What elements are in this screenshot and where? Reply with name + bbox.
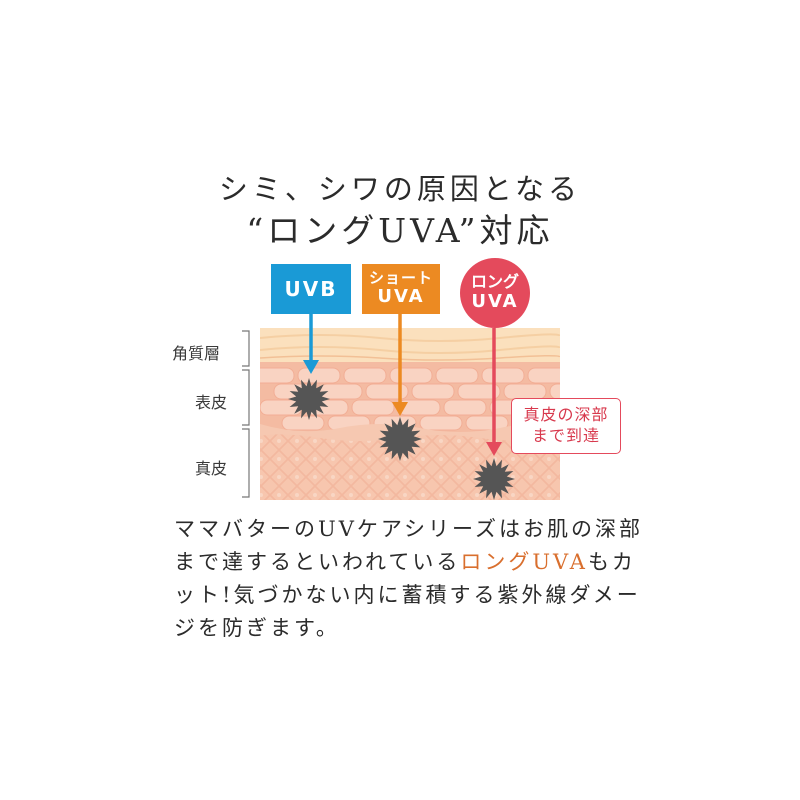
epidermis-cell	[443, 399, 487, 416]
skin-layers	[260, 328, 560, 500]
epidermis-cell	[281, 415, 325, 431]
short-uva-tag: ショート UVA	[362, 264, 440, 314]
epidermis-cell	[481, 367, 525, 384]
description-part-2: もカット!気づかない内に蓄積する紫外線ダメージを防ぎます。	[174, 550, 641, 640]
epidermis-cell	[351, 399, 395, 416]
layer-brackets	[242, 330, 250, 498]
epidermis-label: 表皮	[195, 393, 228, 412]
description-text: ママバターのUVケアシリーズはお肌の深部まで達するといわれているロングUVAもカ…	[174, 513, 644, 645]
uvb-damage-mark	[288, 378, 330, 420]
epidermis-cell	[297, 367, 341, 384]
epidermis-cell	[343, 367, 387, 384]
uvb-tag-label: UVB	[284, 276, 338, 301]
long-uva-damage-mark	[473, 458, 515, 500]
uv-arrows	[303, 314, 502, 456]
description-part-1: ママバターのUVケアシリーズはお肌の深部まで達するといわれている	[174, 517, 643, 574]
epidermis-cell	[389, 367, 433, 384]
long-uva-tag-line-2: UVA	[471, 290, 519, 312]
callout-line-1: 真皮の深部	[523, 405, 609, 425]
epidermis-cell	[527, 367, 560, 384]
title-line-1: シミ、シワの原因となる	[218, 172, 582, 206]
uvb-arrow	[303, 314, 319, 374]
dermis-label: 真皮	[195, 459, 228, 478]
title-line-2: “ロングUVA”対応	[246, 211, 554, 250]
epidermis-cell	[457, 383, 501, 400]
epidermis-cell	[319, 383, 363, 400]
description-highlight: ロングUVA	[460, 550, 588, 574]
epidermis-cell	[419, 415, 463, 431]
epidermis-cell	[435, 367, 479, 384]
long-uva-tag: ロング UVA	[460, 258, 530, 328]
deep-dermis-callout: 真皮の深部 まで到達	[511, 398, 621, 454]
damage-marks	[288, 378, 515, 500]
long-uva-arrow	[486, 328, 502, 456]
stratum-label: 角質層	[172, 344, 221, 363]
short-uva-arrow	[392, 314, 408, 416]
short-uva-tag-line-2: UVA	[377, 286, 425, 308]
epidermis-cell	[260, 367, 295, 384]
long-uva-tag-line-1: ロング	[470, 272, 519, 292]
callout-line-2: まで到達	[531, 426, 600, 445]
epidermis-cell	[465, 415, 509, 431]
epidermis-cell	[411, 383, 455, 400]
uvb-tag: UVB	[271, 264, 351, 314]
short-uva-tag-line-1: ショート	[368, 269, 433, 288]
epidermis-cell	[503, 383, 547, 400]
short-uva-damage-mark	[378, 417, 422, 461]
epidermis-cell	[549, 383, 560, 400]
epidermis-cell	[365, 383, 409, 400]
